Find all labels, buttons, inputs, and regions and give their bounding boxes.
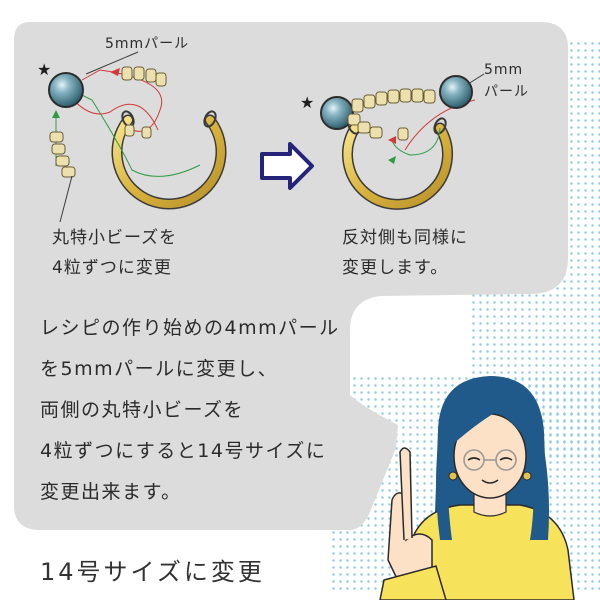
- bead: [387, 89, 400, 104]
- bead: [155, 72, 167, 87]
- bead: [51, 143, 66, 155]
- star-icon: ★: [300, 93, 315, 112]
- main-text-line2: を5mmパールに変更し、: [40, 358, 279, 380]
- left-beads-pointer-line: [59, 175, 73, 223]
- left-caption-line1: 丸特小ビーズを: [52, 228, 178, 248]
- left-pearl-label: 5mmパール: [105, 36, 190, 52]
- bead: [121, 66, 133, 81]
- bead: [347, 113, 361, 126]
- right-pearl-label-line2: パール: [484, 84, 529, 100]
- earring-right: [522, 471, 532, 481]
- bead: [133, 66, 145, 81]
- hair-left: [436, 430, 452, 540]
- bead: [351, 98, 364, 113]
- left-ring-loop-right: [203, 110, 217, 128]
- right-arrow-icon: [260, 142, 314, 190]
- left-pearl-pointer-line: [85, 51, 139, 75]
- mouth: [481, 479, 499, 484]
- right-pearl-label-line1: 5mm: [484, 62, 524, 78]
- right-red-arrow-head: [388, 136, 396, 144]
- star-icon: ★: [37, 60, 52, 79]
- bead: [399, 88, 412, 103]
- main-text-line3: 両側の丸特小ビーズを: [40, 399, 245, 421]
- bead: [49, 131, 64, 143]
- right-caption-line1: 反対側も同様に: [342, 228, 468, 248]
- left-ring-diagram: [48, 51, 227, 223]
- eye-left: [467, 457, 481, 461]
- left-green-arrow-head: [52, 110, 60, 118]
- right-pearl-left: [320, 96, 354, 130]
- right-pearl-pointer-line: [467, 73, 485, 85]
- left-pearl: [48, 72, 84, 108]
- bead: [124, 124, 135, 137]
- bead: [397, 127, 409, 141]
- hair-right: [528, 430, 549, 540]
- right-green-arrow-head: [388, 156, 396, 164]
- bead: [141, 126, 152, 139]
- bead: [357, 121, 371, 134]
- eye-right: [499, 457, 513, 461]
- bead: [363, 94, 376, 109]
- left-ring-gold: [113, 116, 225, 208]
- right-caption-line2: 変更します。: [342, 258, 449, 278]
- left-red-thread-2: [69, 95, 159, 131]
- right-bead-bridge: [347, 88, 436, 141]
- sleeve: [379, 565, 447, 600]
- right-ring-loop-right: [433, 117, 447, 135]
- right-ring-gold: [343, 124, 452, 209]
- right-green-thread: [391, 127, 441, 156]
- main-text-line4: 4粒ずつにすると14号サイズに: [40, 440, 327, 462]
- left-upper-beads: [121, 66, 167, 87]
- main-text-line5: 変更出来ます。: [40, 481, 182, 503]
- footer-title: 14号サイズに変更: [40, 558, 265, 586]
- left-red-arrow-head: [110, 68, 120, 76]
- bead: [411, 88, 424, 103]
- bead: [369, 126, 383, 139]
- left-green-thread: [59, 83, 201, 177]
- bead: [423, 89, 436, 104]
- earring-left: [448, 471, 458, 481]
- pointing-finger: [399, 447, 413, 541]
- hair-bangs: [452, 396, 530, 446]
- right-pearl-right: [439, 75, 473, 109]
- left-side-beads: [49, 131, 76, 178]
- main-text-line1: レシピの作り始めの4mmパール: [40, 317, 340, 339]
- bead: [375, 91, 388, 106]
- bead: [61, 166, 76, 178]
- speech-bubble-shape: [14, 22, 568, 530]
- bead: [55, 155, 70, 167]
- right-ring-diagram: [320, 73, 485, 210]
- left-caption-line2: 4粒ずつに変更: [52, 258, 172, 278]
